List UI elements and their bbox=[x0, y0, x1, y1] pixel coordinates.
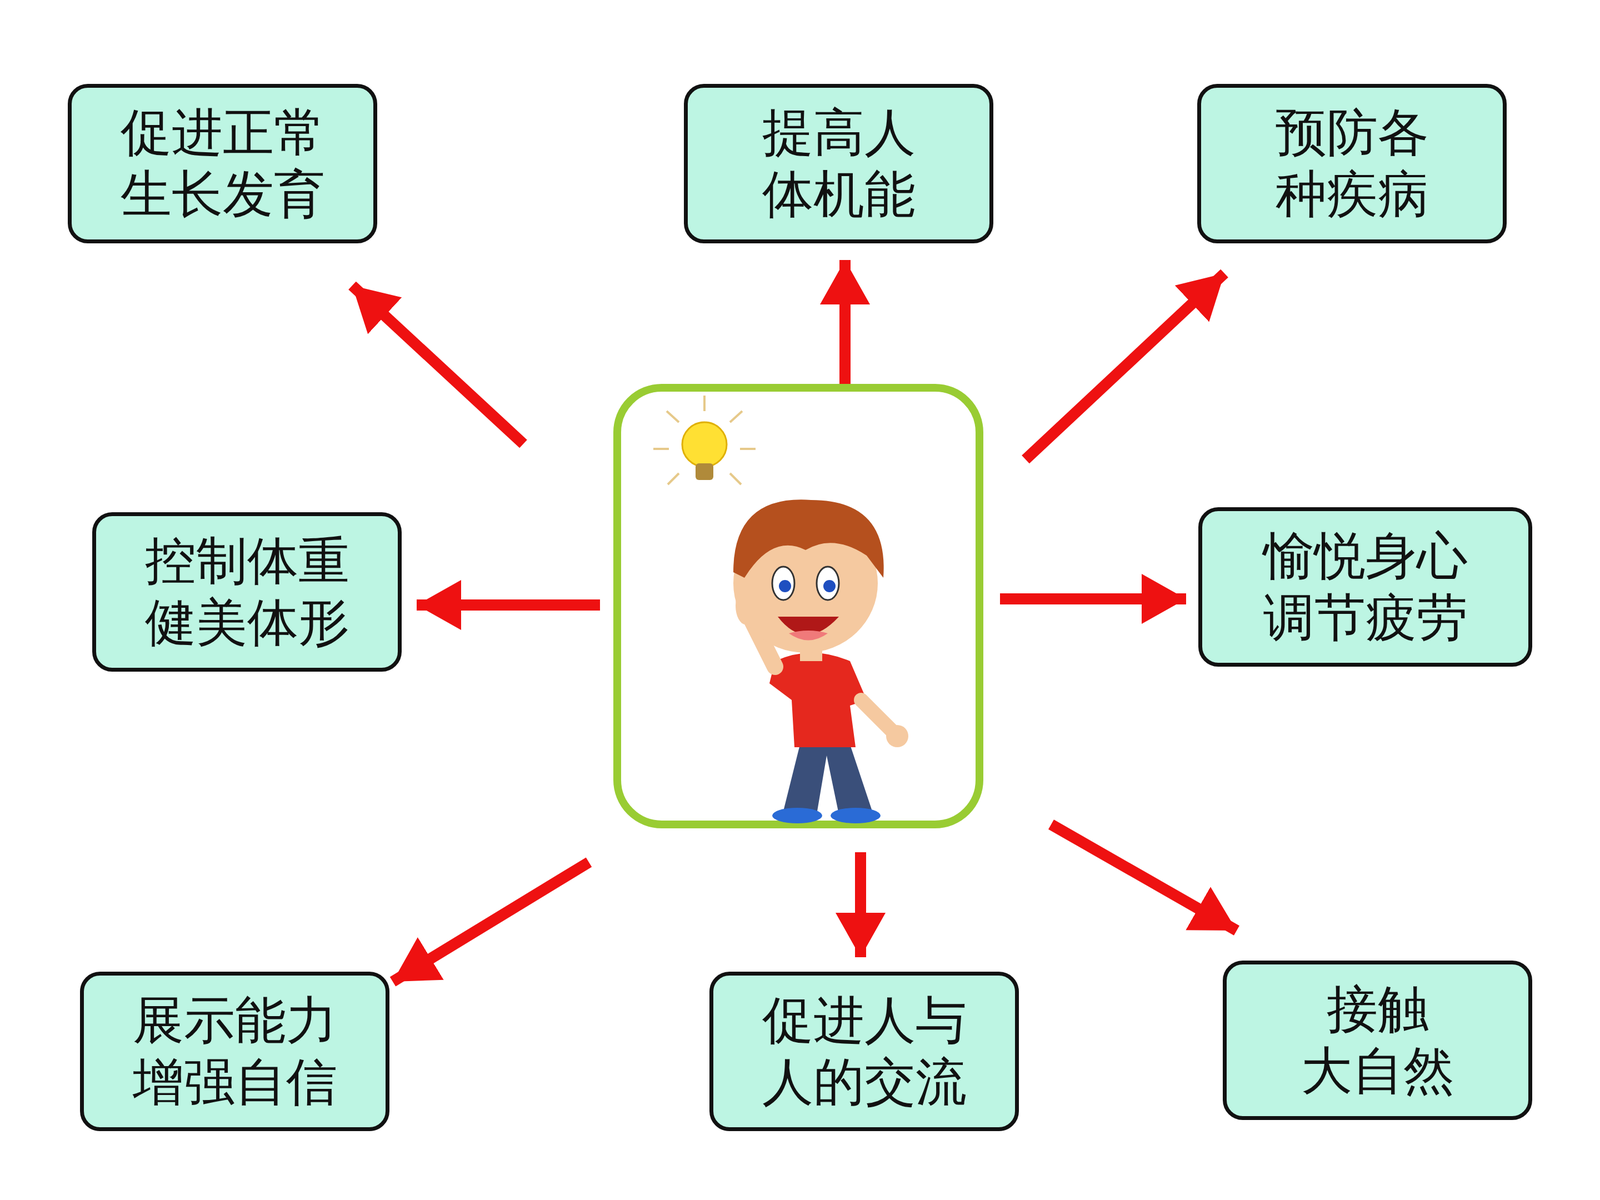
arrow bbox=[352, 285, 524, 444]
picture-frame bbox=[617, 387, 980, 825]
box-text: 接触 大自然 bbox=[1243, 978, 1512, 1102]
box-text: 展示能力 增强自信 bbox=[100, 990, 369, 1113]
arrow bbox=[839, 260, 851, 388]
arrow bbox=[392, 862, 589, 982]
box-text: 控制体重 健美体形 bbox=[112, 530, 382, 654]
benefit-box: 展示能力 增强自信 bbox=[80, 971, 390, 1132]
benefit-box: 提高人 体机能 bbox=[683, 83, 994, 244]
box-text: 提高人 体机能 bbox=[704, 102, 973, 225]
box-text: 促进正常 生长发育 bbox=[88, 102, 357, 225]
box-text: 预防各 种疾病 bbox=[1217, 102, 1487, 225]
box-text: 愉悦身心 调节疲劳 bbox=[1218, 525, 1512, 649]
benefit-box: 预防各 种疾病 bbox=[1197, 83, 1507, 244]
arrow bbox=[1000, 593, 1187, 605]
arrow bbox=[416, 599, 600, 611]
benefit-box: 接触 大自然 bbox=[1222, 960, 1533, 1120]
red-arrows bbox=[352, 260, 1237, 982]
light-bulb bbox=[653, 395, 756, 485]
boy-figure bbox=[733, 499, 909, 824]
arrow bbox=[855, 852, 867, 958]
benefit-box: 促进人与 人的交流 bbox=[709, 971, 1019, 1132]
box-text: 促进人与 人的交流 bbox=[730, 990, 999, 1113]
benefit-box: 控制体重 健美体形 bbox=[92, 512, 402, 672]
arrow bbox=[1051, 824, 1237, 931]
benefit-box: 愉悦身心 调节疲劳 bbox=[1198, 507, 1533, 667]
benefit-box: 促进正常 生长发育 bbox=[67, 83, 378, 244]
arrow bbox=[1025, 273, 1225, 460]
